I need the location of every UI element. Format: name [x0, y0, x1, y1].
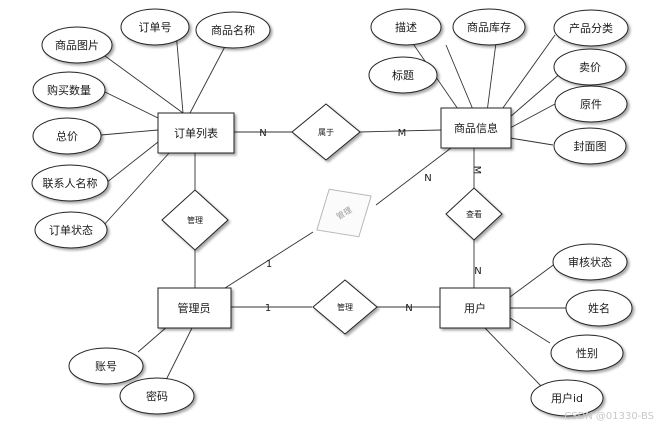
attribute-product-image: 商品图片 [41, 26, 113, 64]
svg-text:姓名: 姓名 [588, 301, 610, 315]
attribute-category: 产品分类 [553, 9, 629, 47]
svg-text:商品图片: 商品图片 [55, 38, 99, 52]
entity-order-list: 订单列表 [157, 112, 235, 154]
attribute-order-status: 订单状态 [34, 211, 108, 249]
attribute-review-status: 审核状态 [552, 243, 628, 281]
svg-text:管理: 管理 [187, 215, 203, 225]
attribute-contact-name: 联系人名称 [31, 164, 109, 202]
entity-user: 用户 [439, 287, 511, 329]
svg-text:用户id: 用户id [551, 391, 583, 405]
attribute-order-number: 订单号 [120, 8, 190, 46]
attribute-purchase-quantity: 购买数量 [32, 71, 106, 109]
svg-text:描述: 描述 [395, 20, 417, 34]
svg-text:产品分类: 产品分类 [569, 21, 613, 35]
entity-admin: 管理员 [157, 287, 232, 329]
attribute-title: 标题 [368, 56, 438, 94]
connector-lines [89, 31, 566, 387]
attribute-product-name: 商品名称 [195, 11, 271, 49]
relationship-admin-manage-product: 管理 [316, 188, 372, 238]
svg-text:用户: 用户 [464, 301, 486, 315]
attribute-name: 姓名 [565, 289, 633, 327]
entity-product-info: 商品信息 [440, 107, 512, 149]
svg-text:订单列表: 订单列表 [174, 126, 218, 140]
attribute-group-user: 审核状态 姓名 性别 用户id [530, 243, 633, 417]
svg-text:订单状态: 订单状态 [49, 223, 93, 237]
svg-text:购买数量: 购买数量 [47, 83, 91, 97]
relationship-review: 查看 [445, 187, 503, 241]
attribute-group-order-list: 商品图片 订单号 商品名称 购买数量 总价 联系人名称 订单状态 [31, 8, 271, 249]
cardinality-order-belongs: N [259, 128, 266, 139]
svg-text:总价: 总价 [56, 129, 78, 143]
svg-text:联系人名称: 联系人名称 [43, 176, 98, 190]
svg-text:审核状态: 审核状态 [568, 255, 612, 269]
attribute-total-price: 总价 [32, 117, 102, 155]
svg-text:性别: 性别 [576, 346, 598, 360]
svg-text:商品名称: 商品名称 [211, 23, 255, 37]
svg-text:商品库存: 商品库存 [467, 20, 511, 34]
attribute-user-id: 用户id [530, 379, 604, 417]
cardinality-product-review: M [471, 166, 482, 175]
cardinality-admin-manage-product: 1 [266, 259, 272, 270]
svg-text:订单号: 订单号 [139, 21, 172, 34]
svg-text:商品信息: 商品信息 [454, 121, 498, 135]
cardinality-review-user: N [474, 266, 481, 277]
cardinality-manage-product-n: N [424, 173, 431, 184]
cardinality-labels: N M 1 N 1 N M N [259, 128, 482, 314]
svg-text:管理员: 管理员 [178, 301, 211, 315]
attribute-gender: 性别 [550, 334, 624, 372]
svg-text:查看: 查看 [466, 209, 482, 219]
svg-text:原件: 原件 [580, 98, 602, 111]
attribute-group-product-info: 描述 商品库存 产品分类 标题 卖价 原件 封面图 [368, 8, 629, 165]
relationship-admin-manage-order: 管理 [161, 189, 229, 251]
svg-text:卖价: 卖价 [579, 61, 601, 74]
attribute-sale-price: 卖价 [553, 48, 627, 86]
svg-text:标题: 标题 [392, 68, 414, 82]
attribute-account: 账号 [68, 347, 144, 385]
cardinality-manage-user-n: N [405, 303, 412, 314]
svg-text:属于: 属于 [318, 128, 334, 137]
cardinality-belongs-product: M [398, 128, 407, 139]
svg-text:密码: 密码 [146, 389, 168, 403]
svg-text:封面图: 封面图 [574, 139, 607, 153]
svg-text:管理: 管理 [337, 302, 353, 312]
watermark: CSDN @01330-BS [564, 411, 654, 422]
svg-text:账号: 账号 [95, 360, 117, 373]
attribute-group-admin: 账号 密码 [68, 347, 195, 415]
attribute-stock: 商品库存 [452, 8, 526, 46]
relationship-admin-manage-user: 管理 [312, 279, 378, 335]
attribute-cover-image: 封面图 [553, 127, 627, 165]
attribute-password: 密码 [119, 377, 195, 415]
attribute-description: 描述 [370, 8, 442, 46]
attribute-original-price: 原件 [554, 85, 628, 123]
relationship-belongs: 属于 [291, 103, 361, 161]
cardinality-admin-manage-user: 1 [265, 303, 271, 314]
